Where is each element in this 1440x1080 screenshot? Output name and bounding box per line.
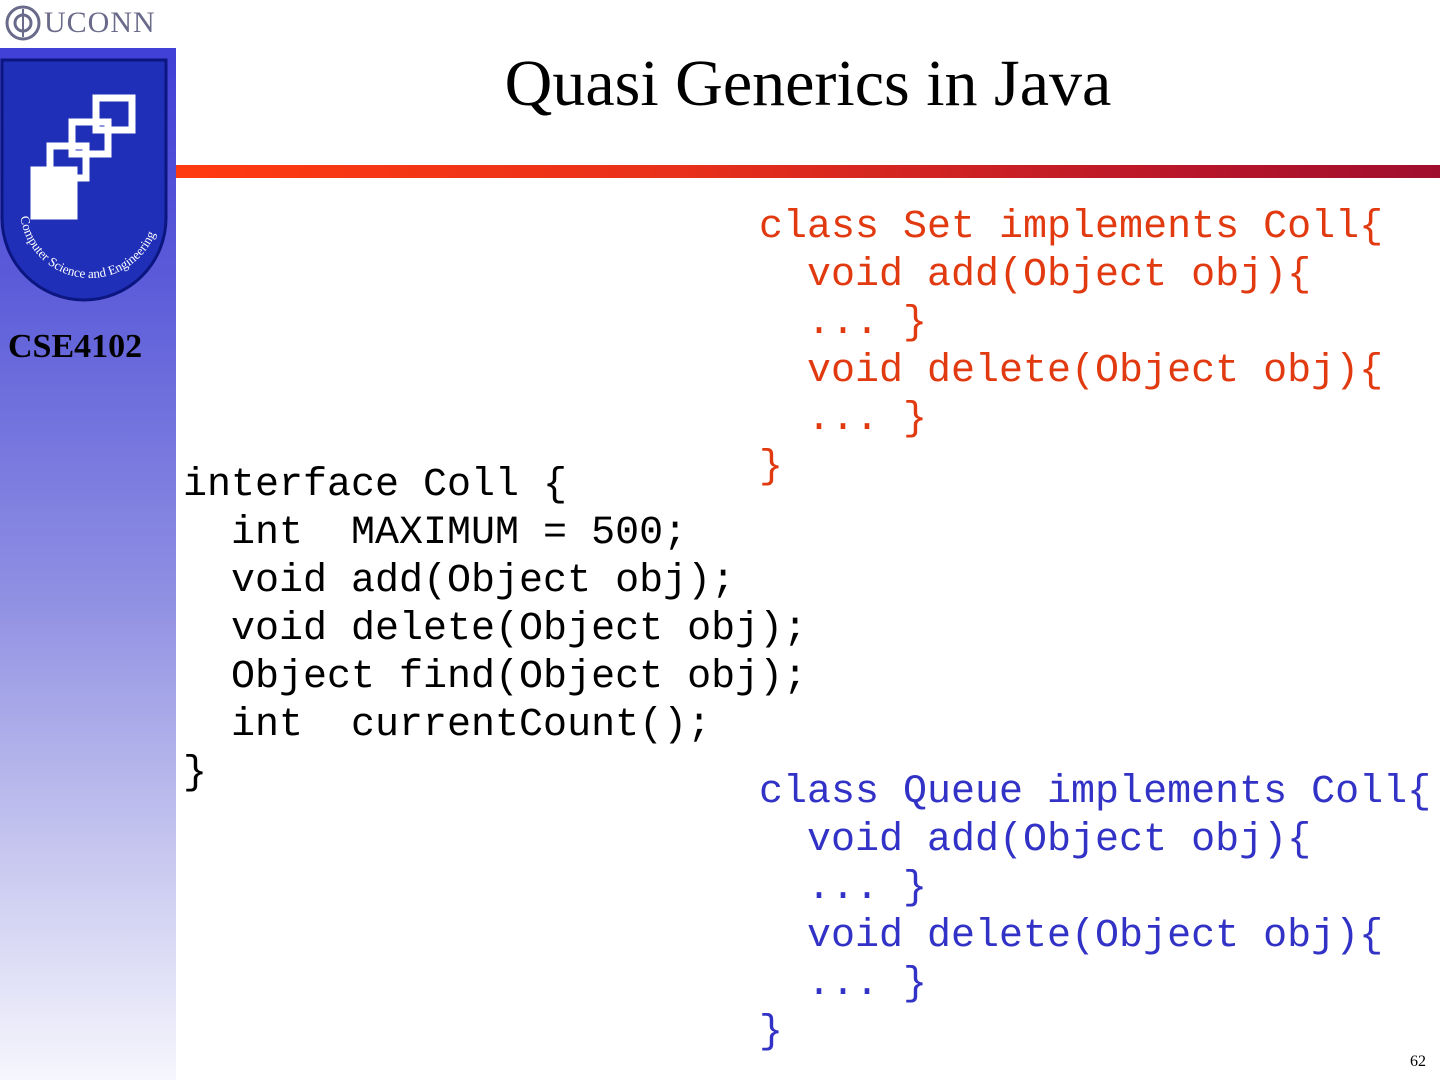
- uconn-banner: UCONN: [0, 0, 176, 48]
- set-class-code-block: class Set implements Coll{ void add(Obje…: [759, 205, 1384, 490]
- computer-network-icon: [30, 94, 136, 220]
- slide-title: Quasi Generics in Java: [504, 47, 1112, 120]
- seal-icon: [5, 5, 41, 41]
- queue-class-code-block: class Queue implements Coll{ void add(Ob…: [759, 770, 1432, 1055]
- page-number: 62: [1410, 1053, 1426, 1070]
- course-code: CSE4102: [8, 328, 143, 365]
- department-logo: Computer Science and Engineering: [0, 58, 168, 302]
- sidebar: UCONN Computer Science and Engineering C…: [0, 0, 176, 1080]
- interface-code-block: interface Coll { int MAXIMUM = 500; void…: [183, 463, 808, 796]
- uconn-logo-text: UCONN: [44, 6, 156, 39]
- title-underline: [176, 165, 1440, 178]
